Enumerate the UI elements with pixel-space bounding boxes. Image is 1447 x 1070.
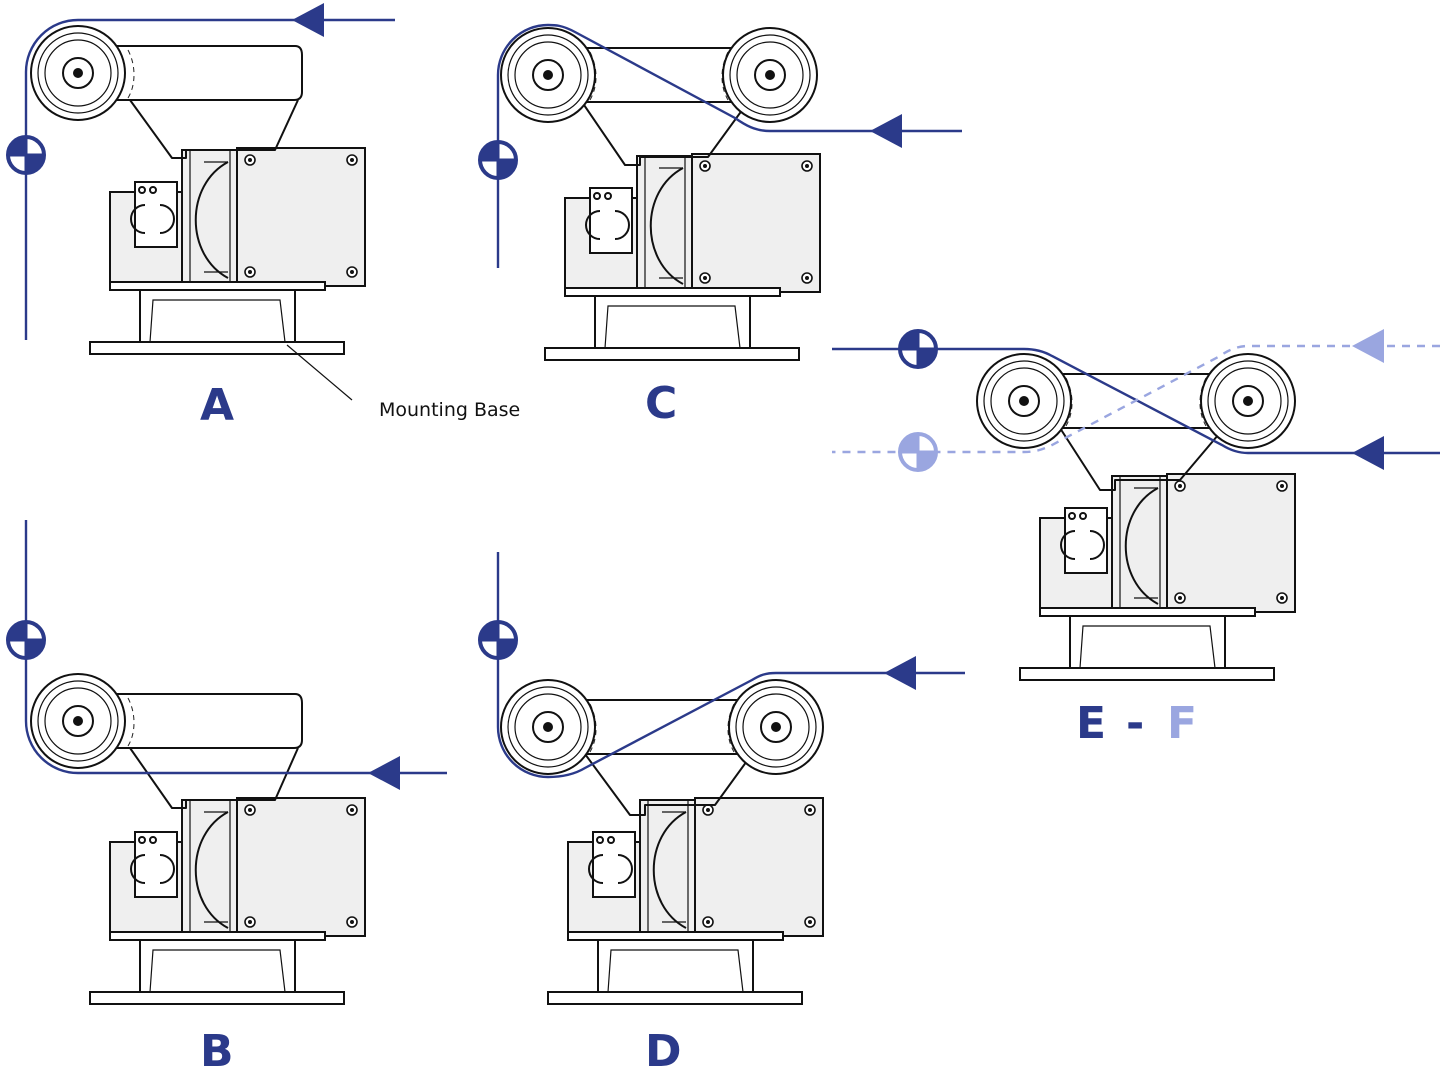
config-c: C xyxy=(478,23,962,429)
pulley-icon xyxy=(976,353,1072,449)
datum-target-icon xyxy=(478,620,518,660)
belt-arrow-icon xyxy=(884,656,916,690)
pulley-icon xyxy=(1200,353,1296,449)
datum-target-icon xyxy=(898,329,938,369)
pulley-icon xyxy=(500,679,596,775)
pulley-icon xyxy=(728,679,824,775)
belt-arrow-icon xyxy=(292,3,324,37)
callout-leader xyxy=(286,344,353,401)
belt-path xyxy=(496,23,962,268)
belt-path xyxy=(24,18,395,340)
config-label-f: F xyxy=(1167,698,1197,749)
config-label-c: C xyxy=(645,378,677,429)
belt-arrow-icon xyxy=(1352,436,1384,470)
config-e-f: E - F xyxy=(832,329,1440,749)
pulley-icon xyxy=(722,27,818,123)
mounting-base-label: Mounting Base xyxy=(379,399,520,421)
config-a: Mounting Base A xyxy=(6,3,520,431)
pulley-icon xyxy=(500,27,596,123)
belt-path xyxy=(24,520,447,775)
pulley-icon xyxy=(30,25,126,121)
belt-path xyxy=(496,552,965,779)
pulley-icon xyxy=(30,673,126,769)
belt-arrow-icon xyxy=(870,114,902,148)
config-label-b: B xyxy=(200,1026,234,1070)
config-label-dash: - xyxy=(1126,698,1144,749)
datum-target-icon xyxy=(6,620,46,660)
config-label-a: A xyxy=(200,380,234,431)
config-b: B xyxy=(6,520,447,1070)
datum-target-icon xyxy=(6,135,46,175)
belt-arrow-icon xyxy=(1352,329,1384,363)
config-d: D xyxy=(478,552,965,1070)
datum-target-icon xyxy=(898,432,938,472)
config-label-d: D xyxy=(645,1026,682,1070)
belt-arrow-icon xyxy=(368,756,400,790)
belt-path-f xyxy=(832,344,1440,454)
datum-target-icon xyxy=(478,140,518,180)
config-label-e: E xyxy=(1076,698,1106,749)
